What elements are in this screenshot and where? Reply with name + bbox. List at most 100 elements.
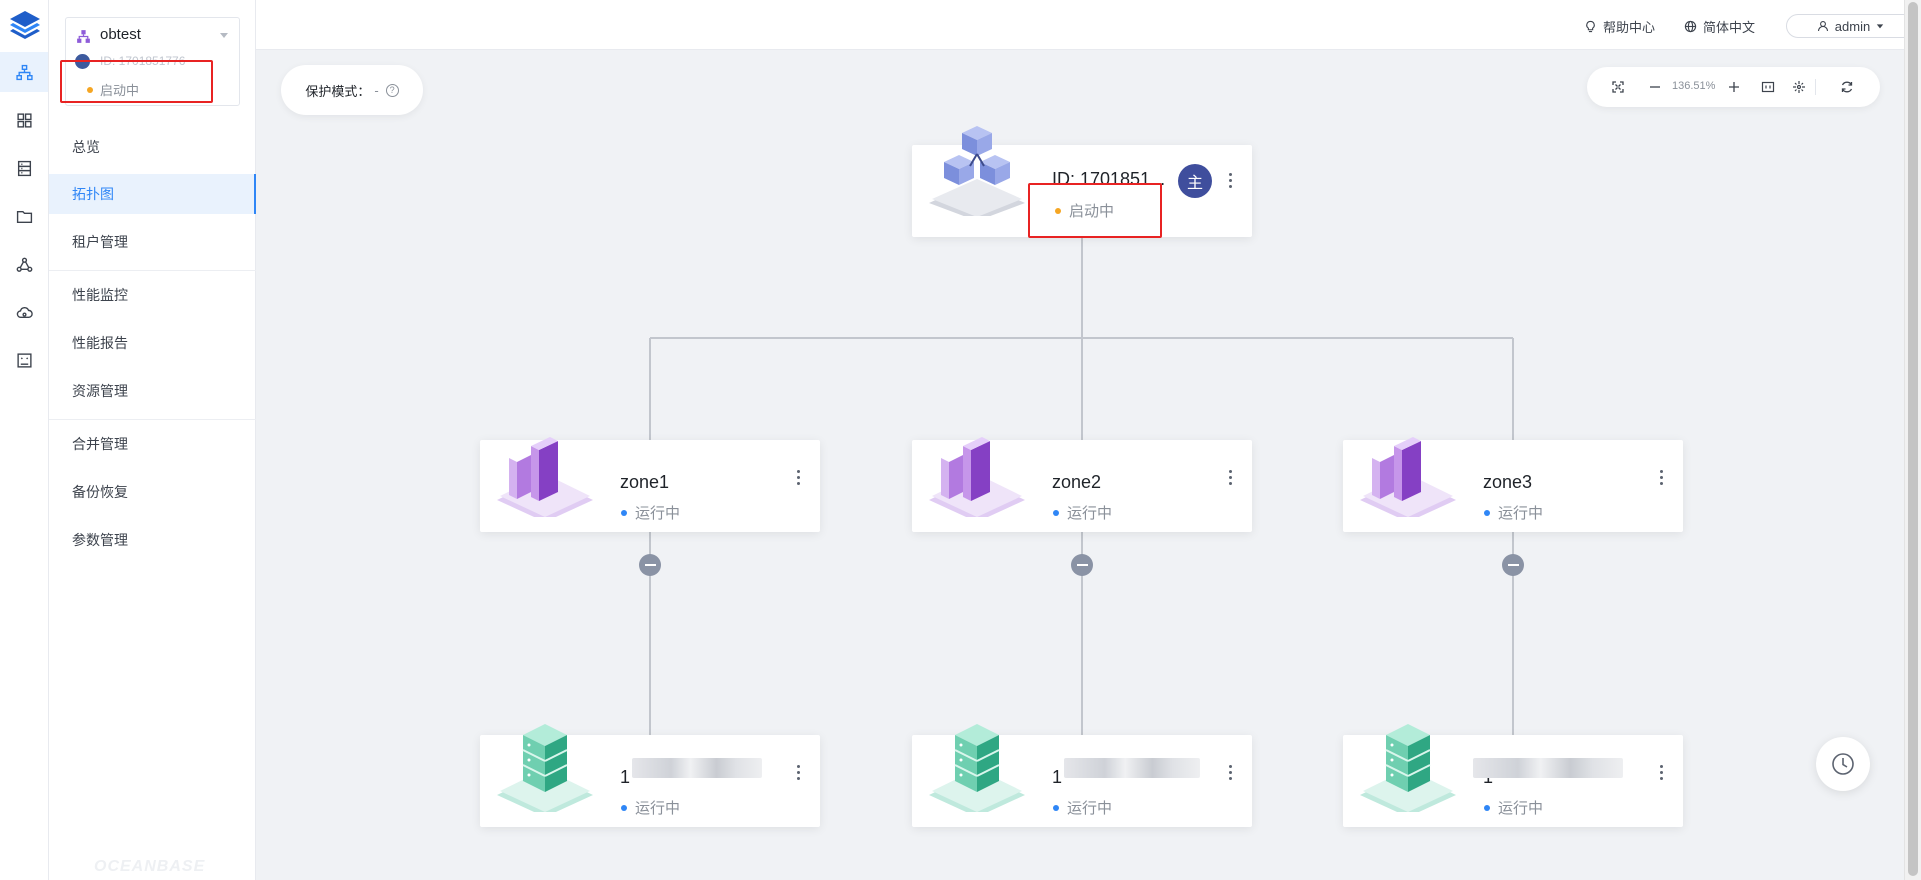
zone-building-icon [1360, 437, 1456, 517]
server-name: 1 [1052, 767, 1063, 787]
cluster-status: 启动中 [87, 80, 139, 99]
status-dot-icon [621, 509, 627, 516]
rail-monitor-icon[interactable] [0, 340, 48, 380]
cluster-node-status: 启动中 [1055, 200, 1114, 221]
zone-status-text: 运行中 [1067, 505, 1113, 522]
nav-topology[interactable]: 拓扑图 [49, 174, 256, 214]
fullscreen-button[interactable] [1610, 79, 1626, 95]
scrollbar-thumb[interactable] [1908, 2, 1918, 876]
fit-view-button[interactable] [1760, 79, 1776, 95]
protection-mode: 保护模式： - ? [281, 65, 423, 115]
refresh-button[interactable] [1839, 79, 1855, 95]
fit-view-icon [1761, 81, 1775, 93]
more-menu-icon[interactable] [1655, 464, 1667, 490]
status-dot-icon [87, 86, 93, 93]
nav-divider [49, 419, 256, 420]
cluster-selector[interactable]: obtest ID: 1701851776 启动中 [65, 17, 240, 106]
server-name: 1 [620, 767, 631, 787]
server-node[interactable]: 1 运行中 [480, 724, 820, 827]
zoom-level: 136.51% [1672, 80, 1716, 92]
user-menu[interactable]: admin [1786, 14, 1915, 38]
help-center-link[interactable]: 帮助中心 [1584, 17, 1655, 36]
zone-status: 运行中 [1484, 502, 1543, 523]
top-bar: 帮助中心 简体中文 admin [256, 0, 1915, 50]
caret-down-icon[interactable] [219, 30, 229, 40]
zoom-out-button[interactable] [1647, 79, 1663, 95]
question-icon[interactable]: ? [385, 83, 399, 97]
more-menu-icon[interactable] [792, 464, 804, 490]
minus-icon [1650, 86, 1660, 88]
more-menu-icon[interactable] [1224, 759, 1236, 785]
status-dot-icon [1484, 509, 1490, 516]
sidebar: obtest ID: 1701851776 启动中 总览 拓扑图 租户管理 性能… [49, 0, 256, 880]
redacted-ip [1473, 758, 1623, 778]
server-status: 运行中 [621, 797, 680, 818]
cluster-cubes-icon [929, 126, 1025, 216]
status-dot-icon [1484, 804, 1490, 811]
zone-node[interactable]: zone2 运行中 [912, 437, 1252, 532]
more-menu-icon[interactable] [792, 759, 804, 785]
redacted-ip [632, 758, 762, 778]
nav-backup[interactable]: 备份恢复 [72, 484, 128, 500]
more-menu-icon[interactable] [1655, 759, 1667, 785]
language-switch[interactable]: 简体中文 [1684, 17, 1755, 36]
lightbulb-icon [1586, 20, 1595, 33]
more-menu-icon[interactable] [1224, 464, 1236, 490]
nav-monitor[interactable]: 性能监控 [72, 287, 128, 303]
cluster-node-title: ID: 1701851... [1052, 169, 1166, 189]
redacted-ip [1064, 758, 1200, 778]
status-dot-icon [621, 804, 627, 811]
footer-brand: OCEANBASE [94, 858, 206, 875]
nav-merge[interactable]: 合并管理 [72, 436, 128, 452]
rail-folder-icon[interactable] [0, 196, 48, 236]
server-node[interactable]: 1 运行中 [1343, 724, 1683, 827]
history-button[interactable] [1816, 737, 1870, 791]
zone-node[interactable]: zone3 运行中 [1343, 437, 1683, 532]
zoom-toolbar: 136.51% [1587, 67, 1880, 107]
server-status-text: 运行中 [1067, 800, 1113, 817]
nav-overview[interactable]: 总览 [72, 139, 100, 155]
zone-name: zone3 [1483, 472, 1533, 492]
rail-cluster-icon[interactable] [0, 52, 48, 92]
zone-building-icon [497, 437, 593, 517]
zone-status-text: 运行中 [1498, 505, 1544, 522]
server-status: 运行中 [1053, 797, 1112, 818]
center-view-button[interactable] [1791, 79, 1807, 95]
server-status-text: 运行中 [1498, 800, 1544, 817]
page-scrollbar[interactable] [1904, 0, 1921, 880]
nav-params[interactable]: 参数管理 [72, 532, 128, 548]
server-status: 运行中 [1484, 797, 1543, 818]
collapse-button[interactable] [639, 554, 661, 576]
rail-database-icon[interactable] [0, 148, 48, 188]
zone-node[interactable]: zone1 运行中 [480, 437, 820, 532]
nav-divider [49, 270, 256, 271]
refresh-icon [1841, 81, 1853, 93]
cluster-node-status-text: 启动中 [1069, 203, 1115, 220]
help-center-label: 帮助中心 [1603, 20, 1656, 35]
nav-resource[interactable]: 资源管理 [72, 383, 128, 399]
clock-icon [1832, 753, 1854, 775]
oceanbase-logo-icon[interactable] [7, 8, 43, 44]
nav-report[interactable]: 性能报告 [72, 335, 128, 351]
rail-network-icon[interactable] [0, 244, 48, 284]
rail-cloud-icon[interactable] [0, 292, 48, 332]
server-node[interactable]: 1 运行中 [912, 724, 1252, 827]
server-rack-icon [929, 724, 1025, 812]
zone-name: zone1 [620, 472, 670, 492]
zone-building-icon [929, 437, 1025, 517]
collapse-button[interactable] [1502, 554, 1524, 576]
cluster-icon [77, 30, 90, 43]
status-dot-icon [1055, 207, 1061, 214]
fullscreen-icon [1612, 81, 1624, 93]
zone-status-text: 运行中 [635, 505, 681, 522]
nav-tenants[interactable]: 租户管理 [72, 234, 128, 250]
zone-name: zone2 [1052, 472, 1102, 492]
icon-rail [0, 0, 49, 880]
rail-grid-icon[interactable] [0, 100, 48, 140]
collapse-button[interactable] [1071, 554, 1093, 576]
primary-badge: 主 [1178, 164, 1212, 198]
server-rack-icon [497, 724, 593, 812]
more-menu-icon[interactable] [1224, 167, 1236, 193]
status-dot-icon [1053, 804, 1059, 811]
zoom-in-button[interactable] [1726, 79, 1742, 95]
